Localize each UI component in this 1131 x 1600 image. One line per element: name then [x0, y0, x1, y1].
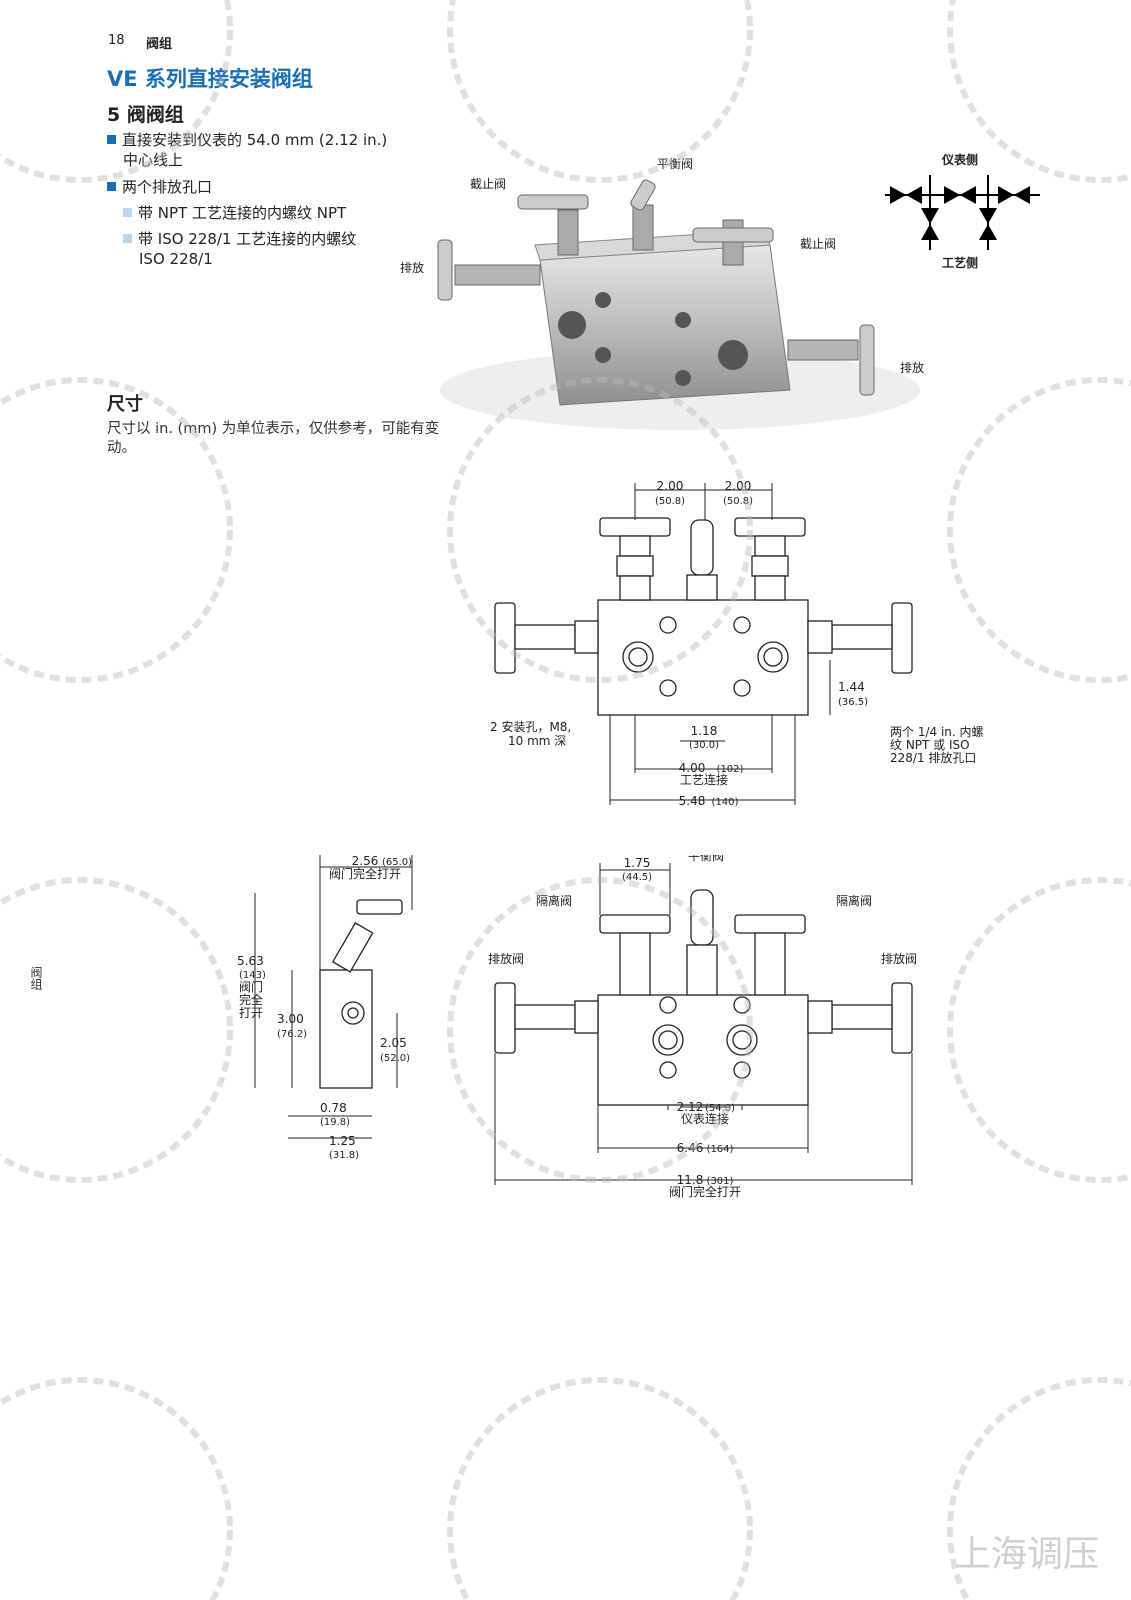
dim-2.00-b: 2.00 [725, 479, 752, 493]
front-view-drawing: 2.00 (50.8) 2.00 (50.8) 1.44 (36.5) 1.18… [490, 479, 984, 808]
bullet-square-icon [107, 182, 116, 191]
dim-2.05: 2.05 [380, 1036, 407, 1050]
dim-1.44: 1.44 [838, 680, 865, 694]
sub-bullet-item: 带 NPT 工艺连接的内螺纹 NPT [123, 203, 346, 223]
dimensions-title: 尺寸 [107, 394, 143, 415]
mount-hole-note-2: 10 mm 深 [508, 734, 566, 748]
dim-1.75-mm: (44.5) [622, 872, 652, 883]
dim-2.56-label: 阀门完全打开 [329, 866, 401, 881]
dim-1.18-mm: (30.0) [689, 740, 719, 751]
vent-port-note-3: 228/1 排放孔口 [890, 750, 976, 765]
photo-labels: 平衡阀 截止阀 截止阀 排放 排放 [400, 157, 924, 375]
dim-5.63: 5.63 [237, 954, 264, 968]
dim-5.63-label-1: 阀门 [239, 979, 263, 994]
sub-bullet-item: 带 ISO 228/1 工艺连接的内螺纹 ISO 228/1 [123, 229, 356, 269]
subtitle: 5 阀阀组 [107, 104, 184, 126]
valve-schematic: 仪表侧 工艺侧 [885, 152, 1040, 270]
dim-2.56: 2.56 [352, 855, 379, 868]
dim-1.75: 1.75 [624, 856, 651, 870]
dim-0.78: 0.78 [320, 1101, 347, 1115]
side-view-drawing: 2.56 (65.0) 阀门完全打开 5.63 (143) 阀门 完全 打开 3… [237, 855, 413, 1161]
dim-1.18: 1.18 [691, 724, 718, 738]
label-balance-valve: 平衡阀 [688, 855, 724, 863]
dim-2.00-a: 2.00 [657, 479, 684, 493]
bullet-item: 两个排放孔口 [107, 177, 212, 197]
schematic-top-label: 仪表侧 [941, 152, 978, 167]
bullet-square-icon [123, 234, 132, 243]
page-title: VE 系列直接安装阀组 [107, 67, 313, 91]
label-block-valve-left: 截止阀 [470, 177, 506, 191]
label-balance-valve: 平衡阀 [657, 157, 693, 171]
dim-11.8: 11.8 [677, 1173, 704, 1187]
label-vent-left: 排放 [400, 260, 424, 275]
bullet-item: 直接安装到仪表的 54.0 mm (2.12 in.) 中心线上 [107, 130, 387, 170]
dim-4.00-mm: (102) [717, 764, 744, 775]
label-isolate-valve-right: 隔离阀 [836, 893, 872, 908]
side-tab: 阀组 [29, 966, 43, 990]
vent-port-note-1: 两个 1/4 in. 内螺 [890, 725, 984, 739]
dim-4.00: 4.00 [679, 761, 706, 775]
dim-2.00-b-mm: (50.8) [723, 496, 753, 507]
vent-port-note-2: 纹 NPT 或 ISO [890, 738, 970, 752]
dimensions-note: 尺寸以 in. (mm) 为单位表示，仅供参考，可能有变动。 [107, 421, 440, 456]
section-header: 阀组 [146, 37, 173, 52]
product-photo [437, 179, 920, 430]
dim-2.56-mm: (65.0) [382, 857, 412, 868]
schematic-bottom-label: 工艺侧 [942, 255, 978, 270]
dim-6.46-mm: (164) [707, 1144, 734, 1155]
label-vent-valve-left: 排放阀 [488, 951, 524, 966]
dim-3.00-mm: (76.2) [277, 1029, 307, 1040]
dim-4.00-label: 工艺连接 [680, 772, 728, 787]
mount-hole-note-1: 2 安装孔，M8, [490, 719, 571, 734]
dim-11.8-mm: (301) [707, 1176, 734, 1187]
dim-2.05-mm: (52.0) [380, 1053, 410, 1064]
label-vent-right: 排放 [900, 360, 924, 375]
dim-5.63-label-3: 打开 [239, 1006, 263, 1020]
dim-1.25: 1.25 [329, 1134, 356, 1148]
dim-5.48: 5.48 [679, 794, 706, 808]
dim-11.8-label: 阀门完全打开 [669, 1184, 741, 1199]
dim-6.46: 6.46 [677, 1141, 704, 1155]
dim-0.78-mm: (19.8) [320, 1117, 350, 1128]
bullet-square-icon [107, 135, 116, 144]
dim-1.25-mm: (31.8) [329, 1150, 359, 1161]
label-block-valve-right: 截止阀 [800, 237, 836, 251]
label-isolate-valve-left: 隔离阀 [536, 893, 572, 908]
dim-1.44-mm: (36.5) [838, 697, 868, 708]
dim-5.63-label-2: 完全 [239, 992, 263, 1007]
watermark-text: 上海调压 [955, 1534, 1100, 1575]
dim-5.63-mm: (143) [239, 970, 266, 981]
dim-2.12-mm: (54.0) [705, 1103, 735, 1114]
dim-2.00-a-mm: (50.8) [655, 496, 685, 507]
dim-5.48-mm: (140) [712, 797, 739, 808]
page-number: 18 [108, 33, 125, 48]
rear-view-drawing: 1.75 (44.5) 平衡阀 隔离阀 隔离阀 排放阀 排放阀 2.12 (54… [488, 855, 917, 1199]
dim-2.12: 2.12 [677, 1100, 704, 1114]
dim-2.12-label: 仪表连接 [681, 1111, 729, 1126]
label-vent-valve-right: 排放阀 [881, 951, 917, 966]
dim-3.00: 3.00 [277, 1012, 304, 1026]
bullet-square-icon [123, 208, 132, 217]
